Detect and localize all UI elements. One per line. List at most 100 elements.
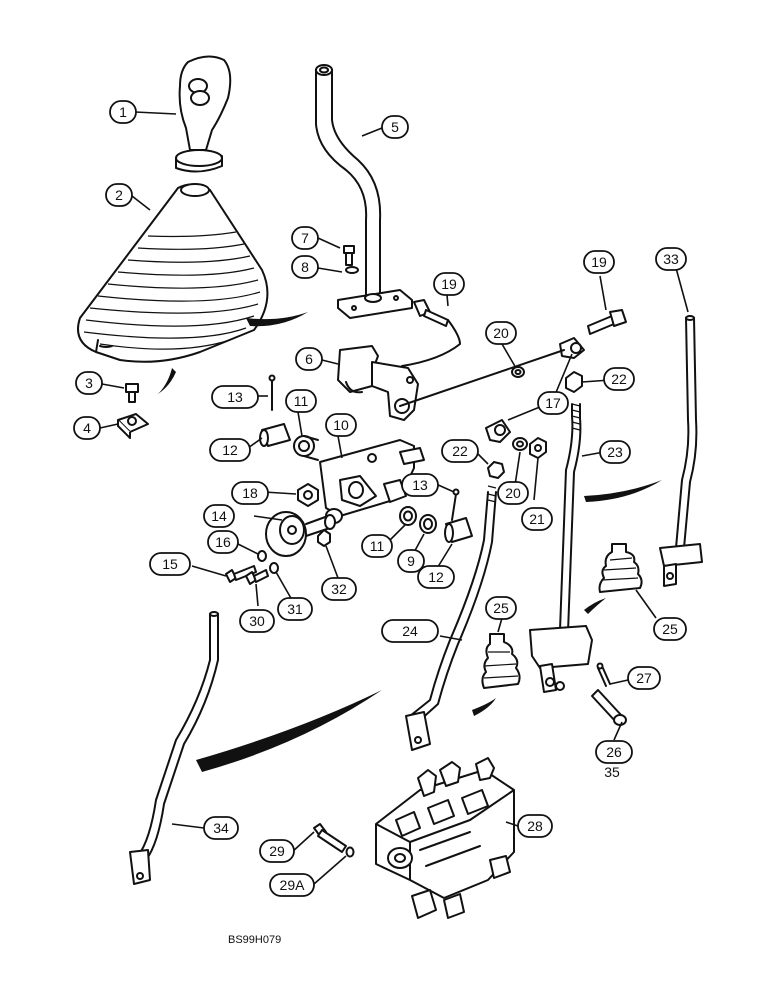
nut-32 [317, 529, 331, 547]
assembly-arrow [246, 312, 308, 327]
svg-text:19: 19 [591, 254, 607, 270]
washer-31 [269, 562, 279, 574]
cotter-27 [596, 662, 611, 687]
callout-13-upper: 13 [211, 385, 259, 409]
callout-29: 29 [259, 839, 295, 863]
callout-9: 9 [397, 549, 425, 573]
svg-text:12: 12 [222, 442, 238, 458]
svg-text:8: 8 [301, 259, 309, 275]
svg-text:4: 4 [83, 420, 91, 436]
assembly-arrow [196, 690, 382, 772]
washer-29A [345, 846, 355, 858]
svg-text:35: 35 [604, 764, 620, 780]
nut-22-right [565, 371, 583, 393]
drawing-reference: BS99H079 [228, 934, 281, 946]
svg-text:11: 11 [294, 393, 309, 409]
callout-22-right: 22 [603, 367, 635, 391]
svg-text:13: 13 [412, 477, 428, 493]
svg-text:9: 9 [407, 553, 415, 569]
svg-text:11: 11 [370, 538, 385, 554]
svg-text:32: 32 [331, 581, 347, 597]
washer-20-upper [511, 366, 525, 378]
callout-29A: 29A [269, 873, 315, 897]
callout-8: 8 [291, 255, 319, 279]
assembly-arrow [584, 480, 662, 502]
control-lever-5 [315, 64, 413, 319]
svg-text:1: 1 [119, 104, 127, 120]
svg-text:20: 20 [493, 325, 509, 341]
svg-text:15: 15 [162, 556, 178, 572]
sleeve-12-lower [444, 517, 473, 543]
svg-text:33: 33 [663, 251, 679, 267]
callout-6: 6 [295, 347, 323, 371]
callout-1: 1 [109, 100, 137, 124]
rubber-boot [77, 183, 269, 363]
svg-text:28: 28 [527, 818, 543, 834]
pin-13-upper [268, 374, 276, 411]
plate-14 [265, 511, 336, 557]
bolt-3 [125, 383, 139, 403]
svg-text:12: 12 [428, 569, 444, 585]
callout-11-upper: 11 [285, 389, 317, 413]
callout-11-lower: 11 [361, 534, 393, 558]
bolt-15 [225, 565, 257, 583]
callout-30: 30 [239, 609, 275, 633]
control-valve-28 [375, 757, 515, 919]
clip-nut-4 [117, 413, 149, 439]
callout-24: 24 [381, 619, 439, 643]
svg-text:18: 18 [242, 485, 258, 501]
svg-text:17: 17 [545, 395, 561, 411]
svg-text:27: 27 [636, 670, 652, 686]
boot-25-middle [481, 633, 521, 689]
svg-text:22: 22 [452, 443, 468, 459]
control-knob [175, 55, 232, 173]
callout-10: 10 [325, 413, 357, 437]
washer-9 [419, 514, 437, 534]
assembly-arrow [472, 698, 496, 716]
svg-text:30: 30 [249, 613, 265, 629]
svg-text:5: 5 [391, 119, 399, 135]
sleeve-12-upper [259, 423, 291, 447]
linkage-line [399, 349, 565, 407]
washer-20-lower [512, 437, 528, 451]
svg-text:29: 29 [269, 843, 285, 859]
washer-8 [345, 266, 359, 274]
svg-text:20: 20 [505, 485, 521, 501]
bolt-29 [313, 823, 347, 853]
svg-text:14: 14 [211, 508, 227, 524]
pin-26 [591, 689, 627, 726]
callout-31: 31 [277, 597, 313, 621]
svg-text:6: 6 [305, 351, 313, 367]
washer-16 [257, 550, 267, 562]
nut-21 [529, 437, 547, 459]
callout-4: 4 [73, 416, 101, 440]
bolt-7 [343, 245, 355, 266]
callout-19-right: 19 [583, 250, 615, 274]
callout-21: 21 [521, 507, 553, 531]
svg-text:10: 10 [333, 417, 349, 433]
callout-12-lower: 12 [417, 565, 455, 589]
svg-text:29A: 29A [280, 877, 306, 893]
bolt-19-right [587, 309, 627, 335]
callout-15: 15 [149, 552, 191, 576]
svg-text:22: 22 [611, 371, 627, 387]
callout-16: 16 [207, 530, 239, 554]
bushing-11-upper [293, 435, 319, 461]
assembly-arrow [158, 368, 176, 394]
lever-24 [405, 485, 497, 751]
lever-34 [129, 611, 219, 885]
callout-25-right: 25 [653, 617, 687, 641]
lever-33 [659, 315, 703, 587]
callout-33: 33 [655, 247, 687, 271]
svg-text:21: 21 [529, 511, 545, 527]
callout-32: 32 [321, 577, 357, 601]
callout-3: 3 [75, 371, 103, 395]
svg-text:23: 23 [607, 444, 623, 460]
svg-text:25: 25 [493, 600, 509, 616]
callout-2: 2 [105, 183, 133, 207]
svg-text:3: 3 [85, 375, 93, 391]
callout-20-lower: 20 [497, 481, 529, 505]
callout-7: 7 [291, 226, 319, 250]
callout-18: 18 [231, 481, 269, 505]
